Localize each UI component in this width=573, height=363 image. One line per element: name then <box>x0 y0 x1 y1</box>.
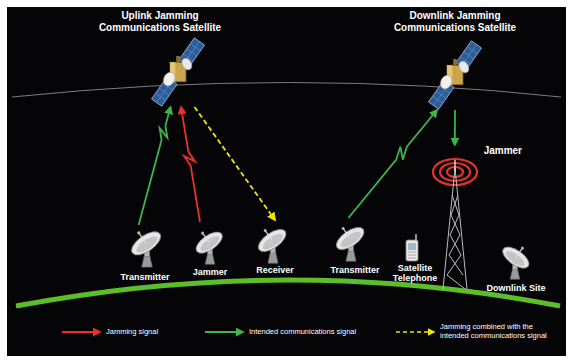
satellite-telephone <box>408 243 416 250</box>
satellite-title: Uplink Jamming Communications Satellite <box>92 10 228 33</box>
jammer-tower <box>433 159 477 185</box>
dark-ground <box>7 7 566 356</box>
station-label: Satellite Telephone <box>385 264 445 284</box>
jammer-tower <box>443 168 467 289</box>
legend-samples <box>62 331 100 333</box>
ground-station: Transmitter <box>322 218 388 276</box>
transmitter-dish <box>329 218 367 261</box>
ground-station: Receiver <box>245 220 305 276</box>
station-label: Downlink Site <box>486 284 545 294</box>
satellite-telephone <box>406 240 418 261</box>
legend-text: Jamming signal <box>106 328 158 337</box>
downlink-satellite <box>428 41 481 109</box>
station-label: Transmitter <box>330 266 379 276</box>
station-label: Receiver <box>256 266 294 276</box>
uplink-satellite <box>151 38 204 106</box>
green-signal-arrow <box>454 110 456 145</box>
downlink-dish <box>499 238 536 279</box>
station-label: Transmitter <box>120 273 169 283</box>
station-label: Jammer <box>193 268 228 278</box>
ground-station: Downlink Site <box>480 240 552 294</box>
transmitter-dish <box>124 222 164 267</box>
jammer-dish <box>189 223 226 264</box>
legend-samples <box>396 331 434 333</box>
orbit-line <box>12 83 561 98</box>
red-signal-arrow <box>181 107 200 222</box>
satellite-node: Downlink Jamming Communications Satellit… <box>380 10 530 110</box>
ground-station: Jammer <box>185 222 235 278</box>
downlink-dish <box>499 238 536 279</box>
legend-text: Jamming combined with the intended commu… <box>440 323 560 340</box>
green-signal-arrow <box>139 107 171 225</box>
satellite-telephone <box>408 252 416 258</box>
satellite-telephone <box>415 234 416 240</box>
satellite-title: Downlink Jamming Communications Satellit… <box>387 10 523 33</box>
jammer-node: Jammer <box>430 145 522 175</box>
earth-ground <box>16 280 560 306</box>
jammer-tower <box>454 160 455 172</box>
green-signal-arrow <box>348 110 437 218</box>
satellite-node: Uplink Jamming Communications Satellite <box>85 10 235 107</box>
receiver-dish <box>251 220 289 263</box>
station-label: Jammer <box>484 145 522 156</box>
satellite-telephone <box>406 234 418 261</box>
jammer-tower <box>433 159 477 289</box>
ground-station: Transmitter <box>113 225 177 283</box>
legend-samples <box>205 331 243 333</box>
ground-station: Satellite Telephone <box>385 236 445 284</box>
legend-text: Intended communications signal <box>249 328 356 337</box>
yellow-signal-arrow <box>195 107 276 220</box>
